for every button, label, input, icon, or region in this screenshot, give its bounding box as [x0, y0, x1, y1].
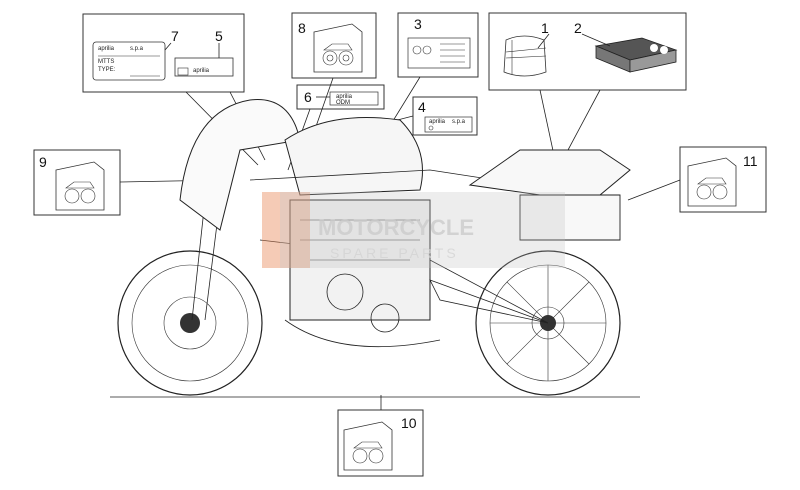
decal-5-brand-label: aprilia	[193, 68, 210, 74]
watermark-line2: SPARE PARTS	[330, 245, 459, 261]
callout-box-8[interactable]: 8	[291, 12, 377, 79]
callout-number-9: 9	[39, 154, 47, 170]
plate-spa-label: s.p.a	[130, 46, 144, 52]
watermark-logo: MOTORCYCLE SPARE PARTS	[262, 192, 565, 268]
watermark-line1: MOTORCYCLE	[318, 215, 474, 240]
callout-number-6: 6	[304, 89, 312, 105]
callout-number-1: 1	[541, 20, 549, 36]
decal-6-brand-label: aprilia	[336, 94, 353, 100]
callout-number-8: 8	[298, 20, 306, 36]
decal-6-odm-label: ODM	[336, 100, 350, 106]
plate-brand-label: aprilia	[98, 46, 115, 52]
decal-4-spa-label: s.p.a	[452, 119, 466, 125]
callout-box-1-2[interactable]: 1 2	[488, 12, 687, 91]
callout-box-11[interactable]: 11	[679, 146, 767, 213]
motorcycle-illustration	[110, 99, 640, 398]
callout-box-10[interactable]: 10	[337, 409, 424, 477]
callout-box-7-5[interactable]: aprilia s.p.a MTTS TYPE: aprilia 7 5	[82, 13, 245, 93]
callout-number-5: 5	[215, 28, 223, 44]
callout-number-11: 11	[743, 153, 758, 169]
decal-4-brand-label: aprilia	[429, 119, 446, 125]
callout-box-3[interactable]: 3	[397, 12, 479, 78]
plate-type-label: TYPE:	[98, 67, 116, 73]
callout-box-6[interactable]: aprilia ODM 6	[296, 84, 385, 110]
callout-number-10: 10	[401, 415, 417, 431]
callout-number-2: 2	[574, 20, 582, 36]
callout-box-9[interactable]: 9	[33, 149, 121, 216]
callout-number-3: 3	[414, 16, 422, 32]
callout-number-7: 7	[171, 28, 179, 44]
callout-box-4[interactable]: aprilia s.p.a 4	[412, 96, 478, 136]
plate-mtts-label: MTTS	[98, 59, 114, 65]
callout-number-4: 4	[418, 99, 426, 115]
